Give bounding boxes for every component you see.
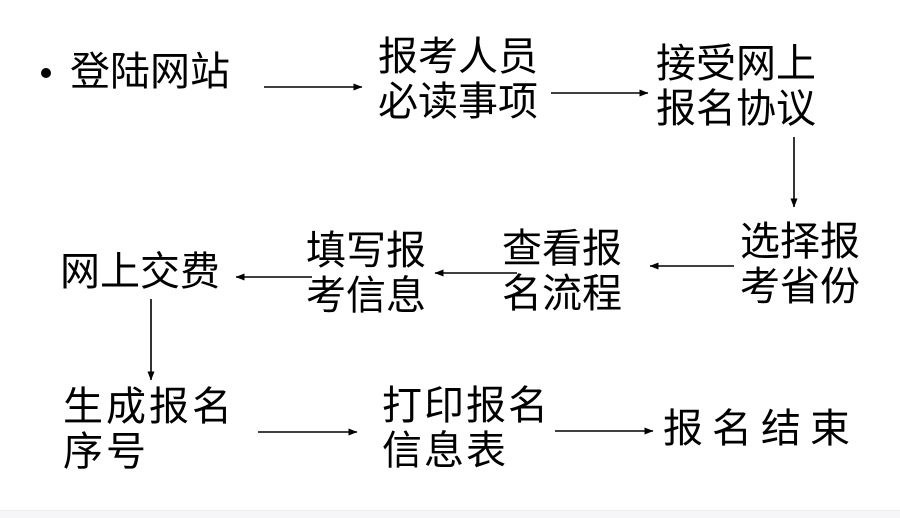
flow-node-view-process: 查看报 名流程 [502,226,622,316]
node-view-line1: 查看报 [502,226,622,271]
node-serial-line2: 序号 [63,429,149,474]
node-agreement-line1: 接受网上 [656,41,816,86]
node-province-line1: 选择报 [740,219,860,264]
flow-node-fill-info: 填写报 考信息 [306,228,426,318]
flow-node-notice: 报考人员 必读事项 [378,34,538,124]
node-notice-line1: 报考人员 [378,34,538,79]
node-pay-label: 网上交费 [60,249,220,294]
flow-node-end: 报名结束 [663,406,859,451]
flow-node-print-form: 打印报名 信息表 [382,383,550,473]
node-end-label: 报名结束 [663,406,859,451]
node-view-line2: 名流程 [502,271,622,316]
node-province-line2: 考省份 [740,264,860,309]
node-login-label: 登陆网站 [70,49,230,94]
node-fill-line2: 考信息 [306,273,426,318]
flow-node-pay: 网上交费 [60,249,220,294]
flow-node-serial-number: 生成报名 序号 [63,384,235,474]
node-serial-line1: 生成报名 [63,384,235,429]
node-agreement-line2: 报名协议 [656,86,816,131]
flow-node-login: 登陆网站 [70,49,230,94]
node-print-line1: 打印报名 [382,383,550,428]
bullet-icon [41,68,51,78]
bottom-strip [0,510,900,518]
node-notice-line2: 必读事项 [378,79,538,124]
node-fill-line1: 填写报 [306,228,426,273]
flow-node-agreement: 接受网上 报名协议 [656,41,816,131]
flow-node-province: 选择报 考省份 [740,219,860,309]
node-print-line2: 信息表 [382,428,508,473]
